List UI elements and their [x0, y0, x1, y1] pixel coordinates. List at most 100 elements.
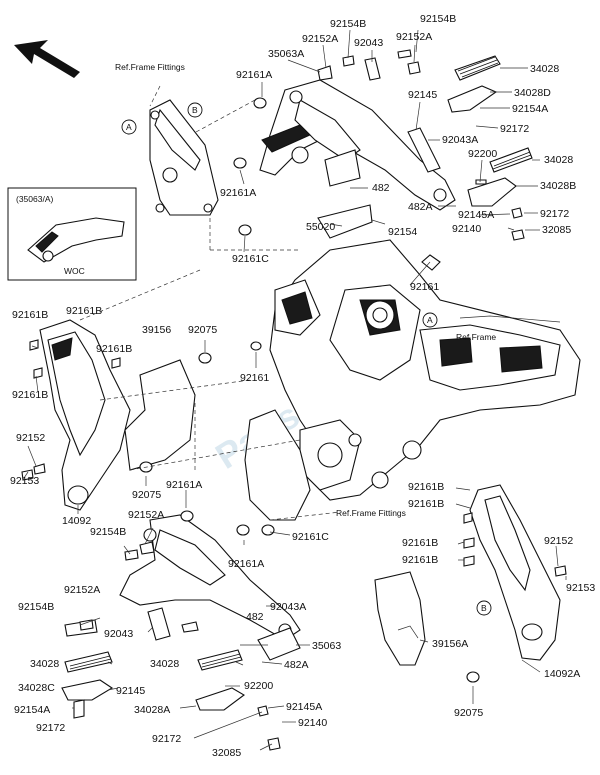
inset-code: (35063/A): [16, 194, 53, 204]
svg-text:A: A: [126, 122, 132, 132]
callout-92140-b: 92140: [298, 717, 327, 729]
upper-footpeg-1: [447, 55, 501, 113]
callout-34028A: 34028A: [134, 704, 170, 716]
callout-92154A-b: 92154A: [14, 704, 50, 716]
callout-92154B-d: 92154B: [18, 601, 54, 613]
callout-34028-b: 34028: [544, 154, 573, 166]
callout-92161B-7: 92161B: [402, 537, 438, 549]
inset-bracket-drawing: [27, 217, 125, 263]
marker-a1: A: [121, 119, 137, 135]
callout-34028B: 34028B: [540, 180, 576, 192]
direction-arrow-icon: [14, 40, 80, 78]
callout-92154B-a: 92154B: [330, 18, 366, 30]
upper-footrest-bracket: [259, 79, 456, 211]
reference-notes: Ref.Frame Fittings Ref.Frame Ref.Frame F…: [115, 62, 496, 518]
callout-34028-d: 34028: [150, 658, 179, 670]
callout-92145-a: 92145: [408, 89, 437, 101]
callout-92161A-c: 92161A: [166, 479, 202, 491]
callout-92161A-b: 92161A: [220, 187, 256, 199]
callout-92161B-1: 92161B: [12, 309, 48, 321]
callout-92153-a: 92153: [10, 475, 39, 487]
lower-left-plate-bracket: [244, 409, 311, 521]
callout-92172-a: 92172: [500, 123, 529, 135]
callout-92161B-8: 92161B: [402, 554, 438, 566]
note-ref-frame-fittings-mid: Ref.Frame Fittings: [336, 508, 406, 518]
callout-35063: 35063: [312, 640, 341, 652]
lower-footpeg-left: [61, 651, 114, 719]
callout-34028-c: 34028: [30, 658, 59, 670]
callout-92075-a: 92075: [188, 324, 217, 336]
callout-92152-a: 92152: [16, 432, 45, 444]
note-ref-frame: Ref.Frame: [456, 332, 496, 342]
callout-92152-b: 92152: [544, 535, 573, 547]
callout-92200-a: 92200: [468, 148, 497, 160]
callout-92075-c: 92075: [454, 707, 483, 719]
lower-footpeg-right: [195, 627, 301, 751]
callout-labels: 92154B 92154B 92152A 35063A 92043 92152A…: [10, 13, 595, 759]
callout-34028D: 34028D: [514, 87, 551, 99]
left-mid-hardware: [21, 339, 262, 505]
callout-34028C: 34028C: [18, 682, 55, 694]
callout-92161B-3: 92161B: [96, 343, 132, 355]
callout-482A-a: 482A: [408, 201, 433, 213]
marker-b2: B: [476, 600, 492, 616]
callout-92161A-a: 92161A: [236, 69, 272, 81]
callout-92154A-a: 92154A: [512, 103, 548, 115]
callout-92075-b: 92075: [132, 489, 161, 501]
callout-39156A: 39156A: [432, 638, 468, 650]
callout-92161B-2: 92161B: [66, 305, 102, 317]
callout-482-a: 482: [372, 182, 390, 194]
callout-92145A-b: 92145A: [286, 701, 322, 713]
marker-b1: B: [187, 102, 203, 118]
callout-92154: 92154: [388, 226, 417, 238]
callout-92161B-4: 92161B: [12, 389, 48, 401]
callout-32085-a: 32085: [542, 224, 571, 236]
callout-55020: 55020: [306, 221, 335, 233]
callout-92043A-b: 92043A: [270, 601, 306, 613]
callout-14092A: 14092A: [544, 668, 580, 680]
callout-92152A-a: 92152A: [302, 33, 338, 45]
callout-92200-b: 92200: [244, 680, 273, 692]
leader-lines: [23, 29, 567, 751]
svg-text:A: A: [427, 315, 433, 325]
upper-left-bracket: [149, 99, 219, 216]
callout-35063A: 35063A: [268, 48, 304, 60]
heel-guard-39156: [124, 359, 196, 471]
callout-92161A-d: 92161A: [228, 558, 264, 570]
callout-92152A-c: 92152A: [128, 509, 164, 521]
callout-482A-b: 482A: [284, 659, 309, 671]
callout-92172-b: 92172: [540, 208, 569, 220]
callout-92161-top: 92161: [410, 281, 439, 293]
callout-92161B-5: 92161B: [408, 481, 444, 493]
upper-footpeg-2: [467, 147, 533, 207]
callout-14092: 14092: [62, 515, 91, 527]
callout-92043A-a: 92043A: [442, 134, 478, 146]
callout-92043-bot: 92043: [104, 628, 133, 640]
callout-92172-d: 92172: [152, 733, 181, 745]
callout-92152A-b: 92152A: [396, 31, 432, 43]
main-frame: [269, 239, 581, 501]
inset-caption: WOC: [64, 266, 85, 276]
callout-92145A-a: 92145A: [458, 209, 494, 221]
svg-text:B: B: [481, 603, 487, 613]
right-heel-guard-39156A: [374, 571, 426, 666]
marker-a2: A: [422, 312, 438, 328]
callout-92161C-a: 92161C: [232, 253, 269, 265]
right-side-guard: [463, 484, 567, 683]
callout-34028-a: 34028: [530, 63, 559, 75]
callout-92161B-6: 92161B: [408, 498, 444, 510]
note-ref-frame-fittings-top-text: Ref.Frame Fittings: [115, 62, 185, 72]
note-ref-frame-fittings-top: Ref.Frame Fittings: [115, 62, 185, 72]
callout-92154B-b: 92154B: [420, 13, 456, 25]
callout-92152A-d: 92152A: [64, 584, 100, 596]
callout-92161-mid: 92161: [240, 372, 269, 384]
callout-92153-b: 92153: [566, 582, 595, 594]
callout-92145-b: 92145: [116, 685, 145, 697]
left-side-cover: [39, 319, 131, 511]
callout-482-b: 482: [246, 611, 264, 623]
inset-variant-box: (35063/A) WOC: [7, 187, 137, 281]
heel-guard-55020: [317, 149, 373, 239]
callout-92154B-c: 92154B: [90, 526, 126, 538]
upper-hardware: [233, 49, 525, 241]
